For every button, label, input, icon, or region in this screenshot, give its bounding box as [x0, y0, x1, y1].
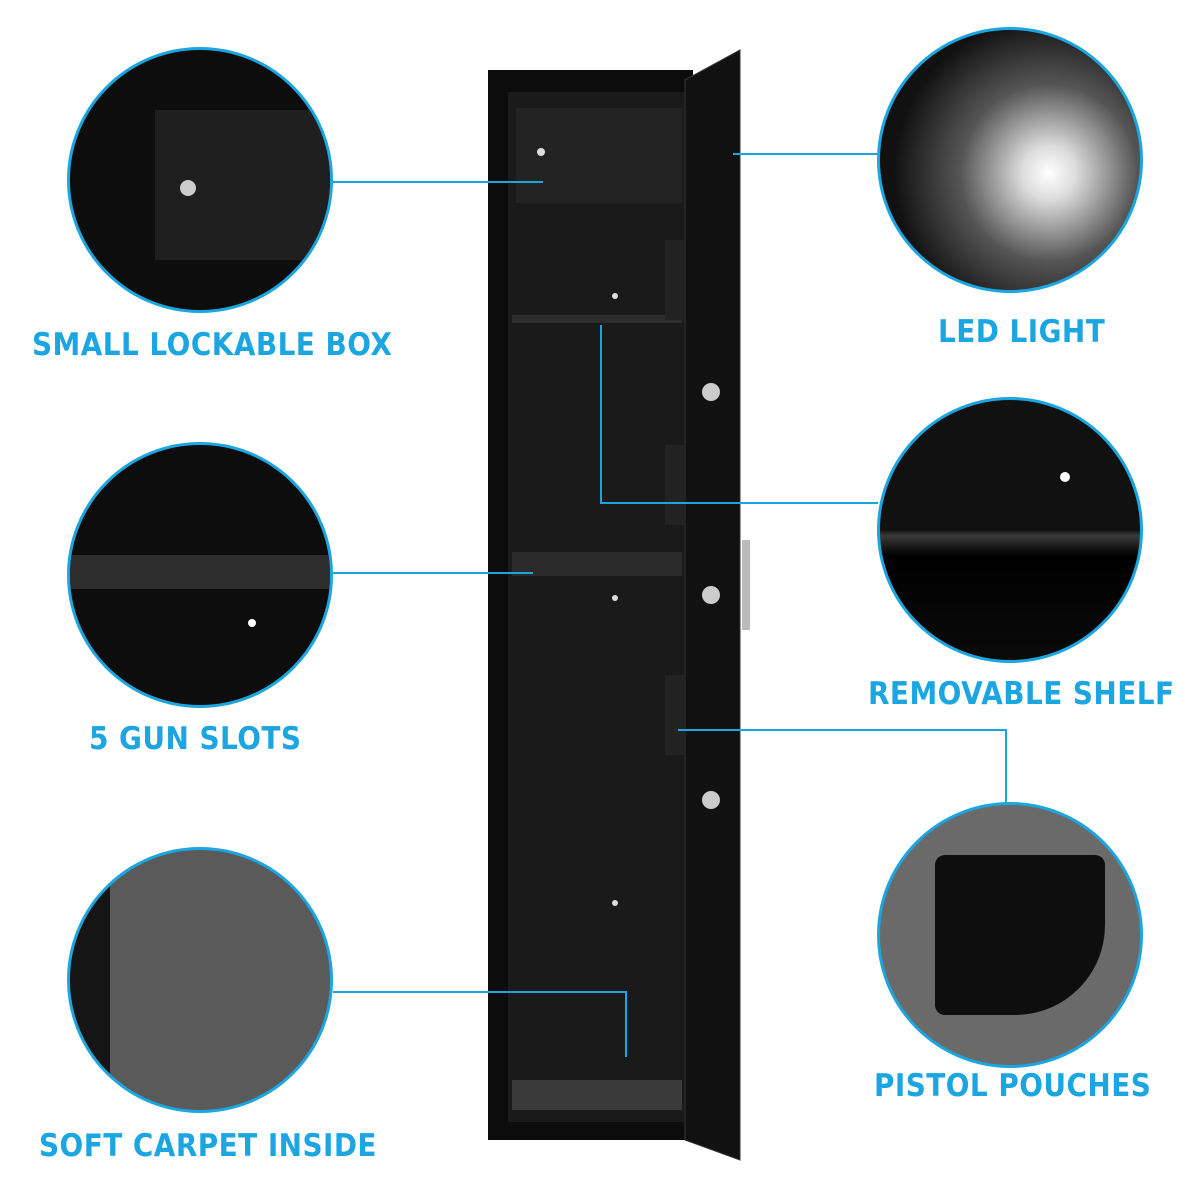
lockable-box-closeup [67, 47, 333, 313]
connector-line [625, 991, 627, 1057]
label-gun-slots: 5 GUN SLOTS [89, 721, 302, 757]
connector-line [333, 572, 533, 574]
shelf-closeup [877, 397, 1143, 663]
pouch-closeup [877, 802, 1143, 1068]
label-removable-shelf: REMOVABLE SHELF [868, 676, 1175, 712]
connector-line [333, 991, 626, 993]
connector-line [600, 502, 878, 504]
lockable-box [516, 108, 682, 203]
shelf [512, 315, 682, 323]
carpet-closeup [67, 847, 333, 1113]
connector-line [333, 181, 543, 183]
gun-slots-closeup [67, 442, 333, 708]
safe-door [684, 49, 741, 1161]
connector-line [678, 729, 1006, 731]
carpet-floor [512, 1080, 682, 1110]
label-small-lockable-box: SMALL LOCKABLE BOX [32, 327, 393, 363]
door-handle [742, 540, 750, 630]
label-led-light: LED LIGHT [938, 314, 1106, 350]
connector-line [733, 153, 878, 155]
connector-line [600, 325, 602, 503]
gun-slot-rack [512, 552, 682, 576]
label-pistol-pouches: PISTOL POUCHES [874, 1068, 1152, 1104]
led-light-closeup [877, 27, 1143, 293]
connector-line [1005, 729, 1007, 803]
label-soft-carpet: SOFT CARPET INSIDE [39, 1128, 377, 1164]
